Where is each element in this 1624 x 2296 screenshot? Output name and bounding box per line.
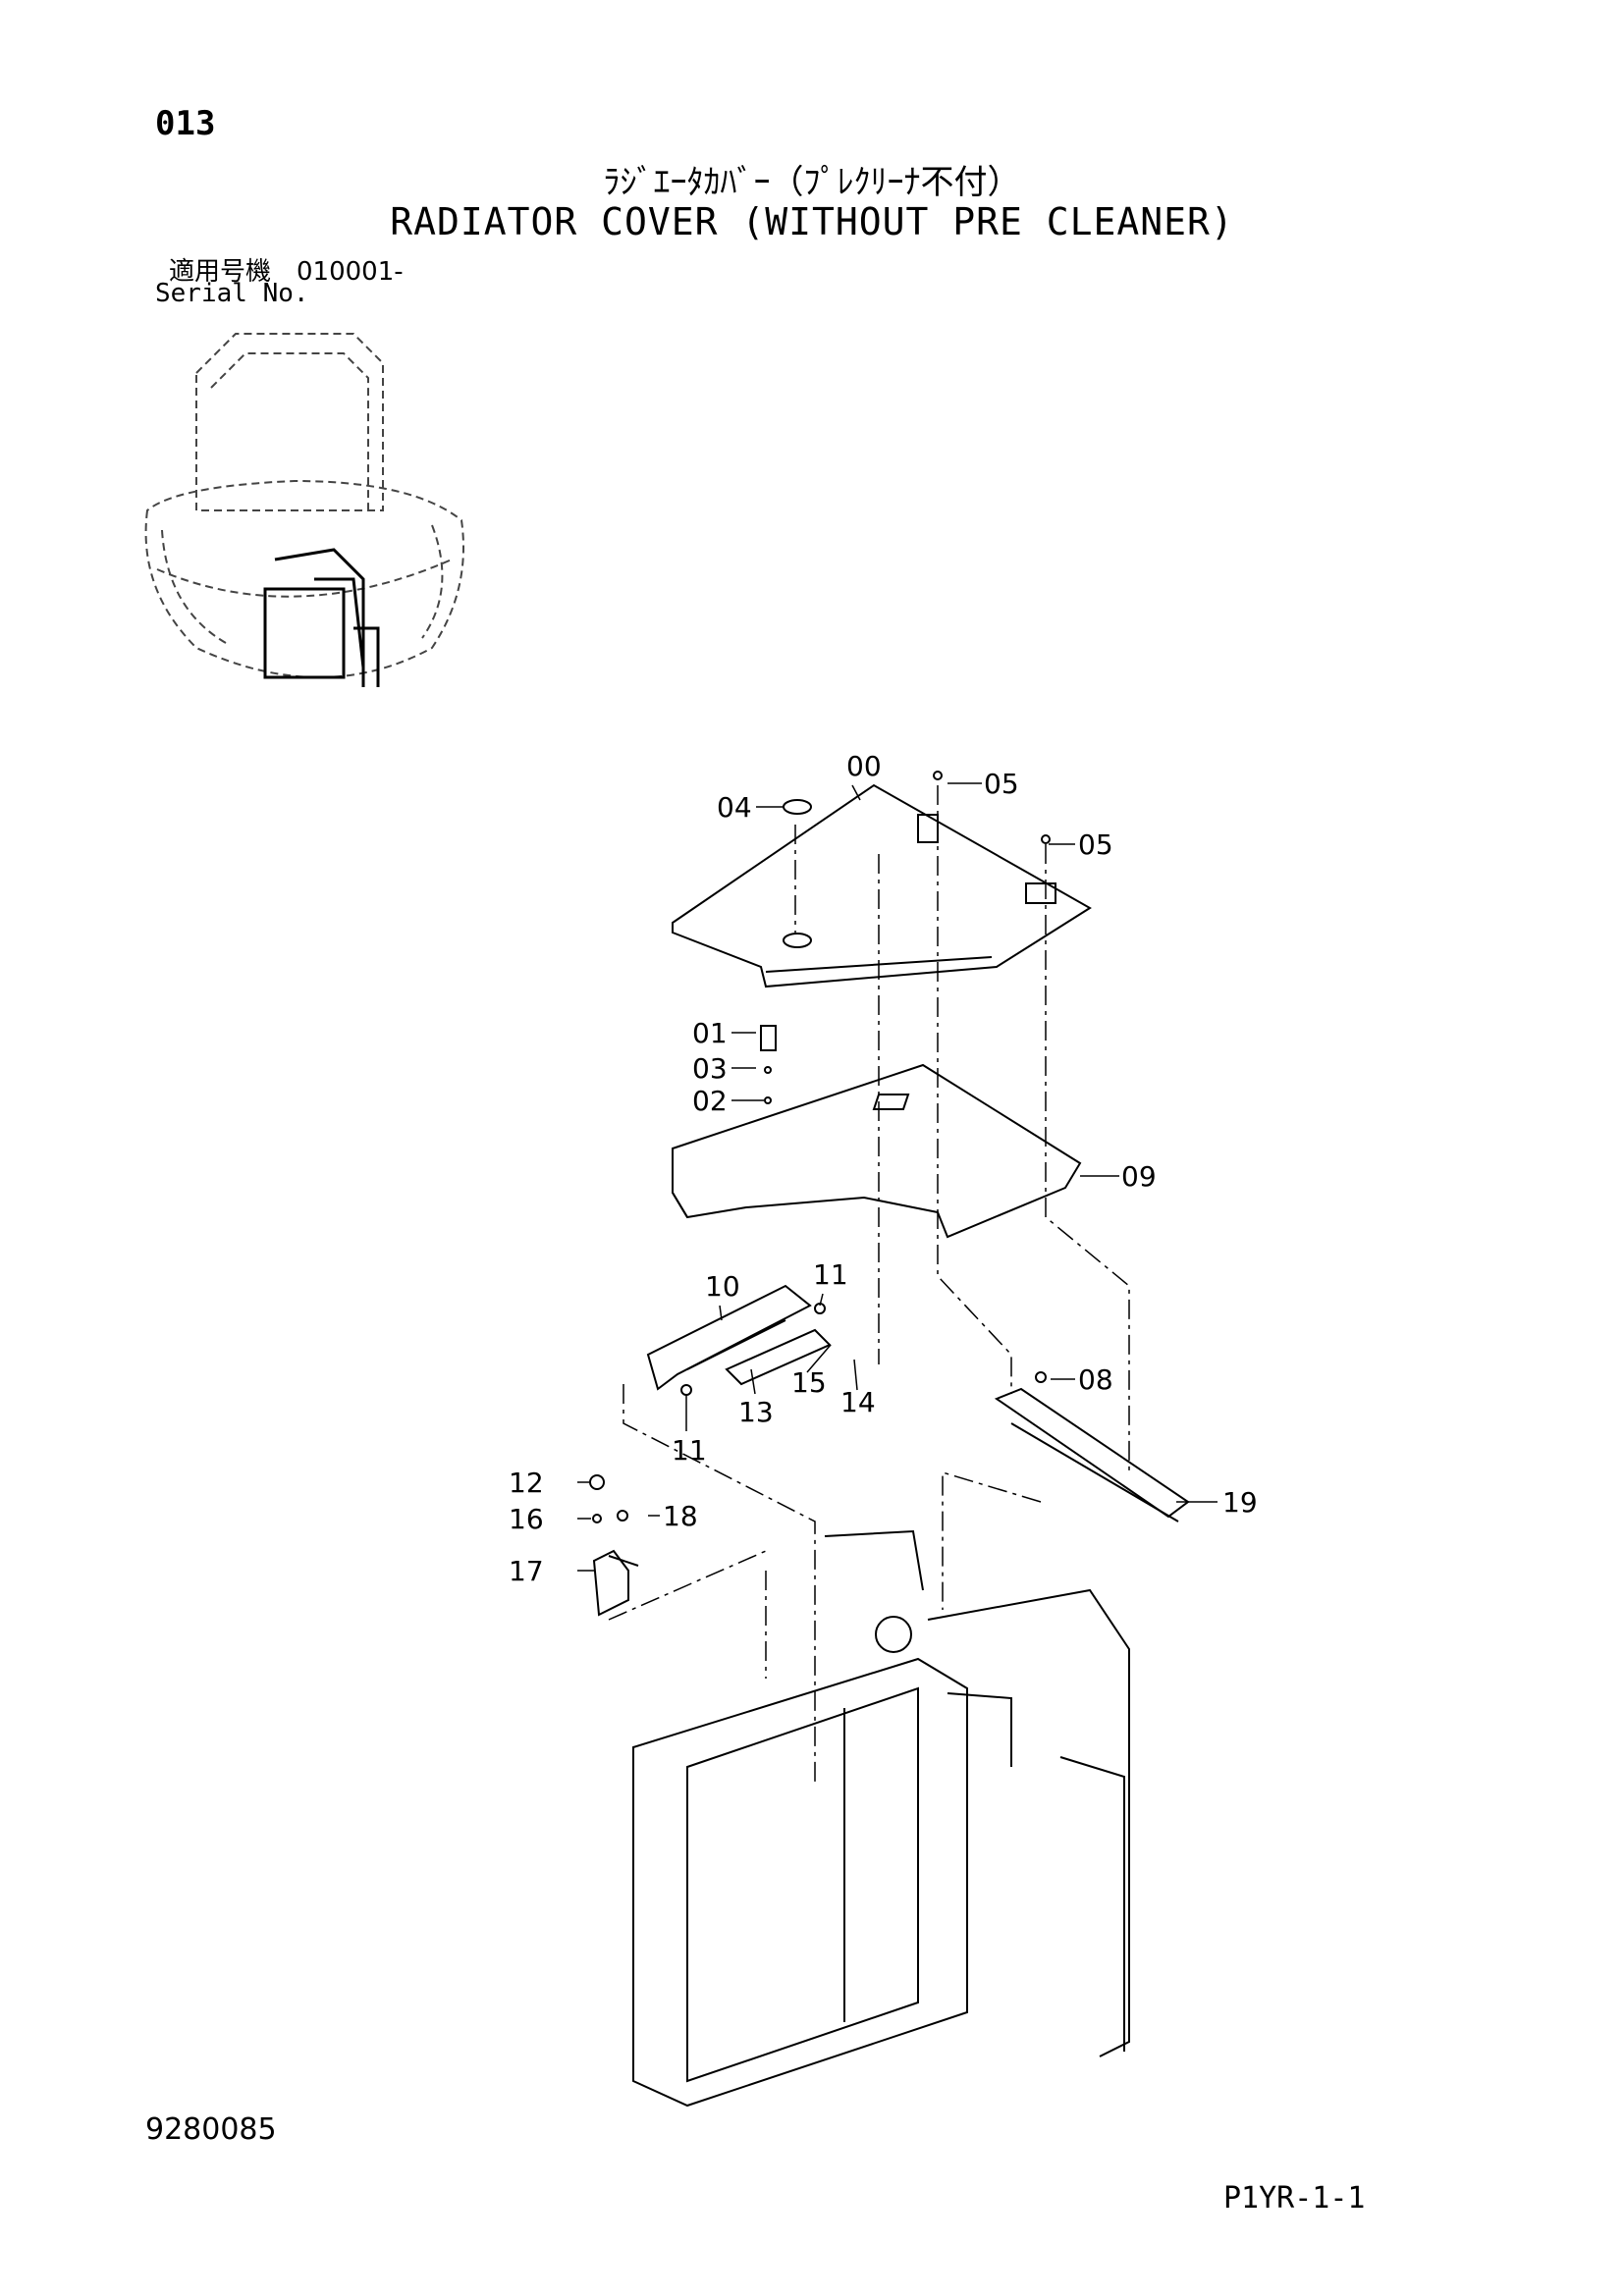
title-english: RADIATOR COVER (WITHOUT PRE CLEANER) — [390, 200, 1234, 243]
callout-17: 17 — [509, 1555, 544, 1587]
callout-18: 18 — [663, 1500, 698, 1532]
centre-lines — [608, 785, 1130, 1787]
callout-labels: 00 04 05 05 01 03 02 09 10 11 11 13 15 1… — [509, 750, 1258, 1587]
part-09-pad — [672, 1063, 1082, 1239]
serial-label-japanese: 適用号機 010001- — [169, 257, 404, 287]
callout-05-lower: 05 — [1078, 828, 1113, 861]
part-17-bracket — [592, 1549, 639, 1617]
callout-00: 00 — [846, 750, 882, 782]
callout-19: 19 — [1222, 1486, 1258, 1519]
title-japanese: ﾗｼﾞｴｰﾀｶﾊﾞｰ（ﾌﾟﾚｸﾘｰﾅ不付） — [603, 163, 1021, 202]
callout-01: 01 — [692, 1017, 728, 1049]
radiator-highlight-sketch — [263, 548, 380, 687]
hardware-fasteners — [589, 771, 1051, 1523]
part-19-plate — [994, 1387, 1190, 1522]
callout-11-lower: 11 — [672, 1434, 707, 1467]
page-code: P1YR-1-1 — [1223, 2181, 1366, 2216]
serial-label-english: Serial No. — [155, 279, 309, 308]
callout-16: 16 — [509, 1503, 544, 1535]
callout-10: 10 — [705, 1270, 740, 1303]
callout-09: 09 — [1121, 1160, 1157, 1193]
callout-02: 02 — [692, 1085, 728, 1117]
callout-14: 14 — [840, 1386, 876, 1418]
callout-08: 08 — [1078, 1363, 1113, 1396]
page-number: 013 — [155, 104, 216, 143]
callout-11-upper: 11 — [813, 1258, 848, 1291]
callout-03: 03 — [692, 1052, 728, 1085]
callout-15: 15 — [791, 1366, 827, 1399]
callout-05-upper: 05 — [984, 768, 1019, 800]
radiator-assembly — [632, 1529, 1130, 2108]
document-number: 9280085 — [145, 2112, 277, 2147]
callout-12: 12 — [509, 1467, 544, 1499]
callout-04: 04 — [717, 791, 752, 824]
machine-overview-sketch — [144, 333, 464, 678]
callout-13: 13 — [738, 1396, 774, 1428]
part-10-bracket — [646, 1284, 832, 1391]
leader-lines — [577, 782, 1218, 1572]
